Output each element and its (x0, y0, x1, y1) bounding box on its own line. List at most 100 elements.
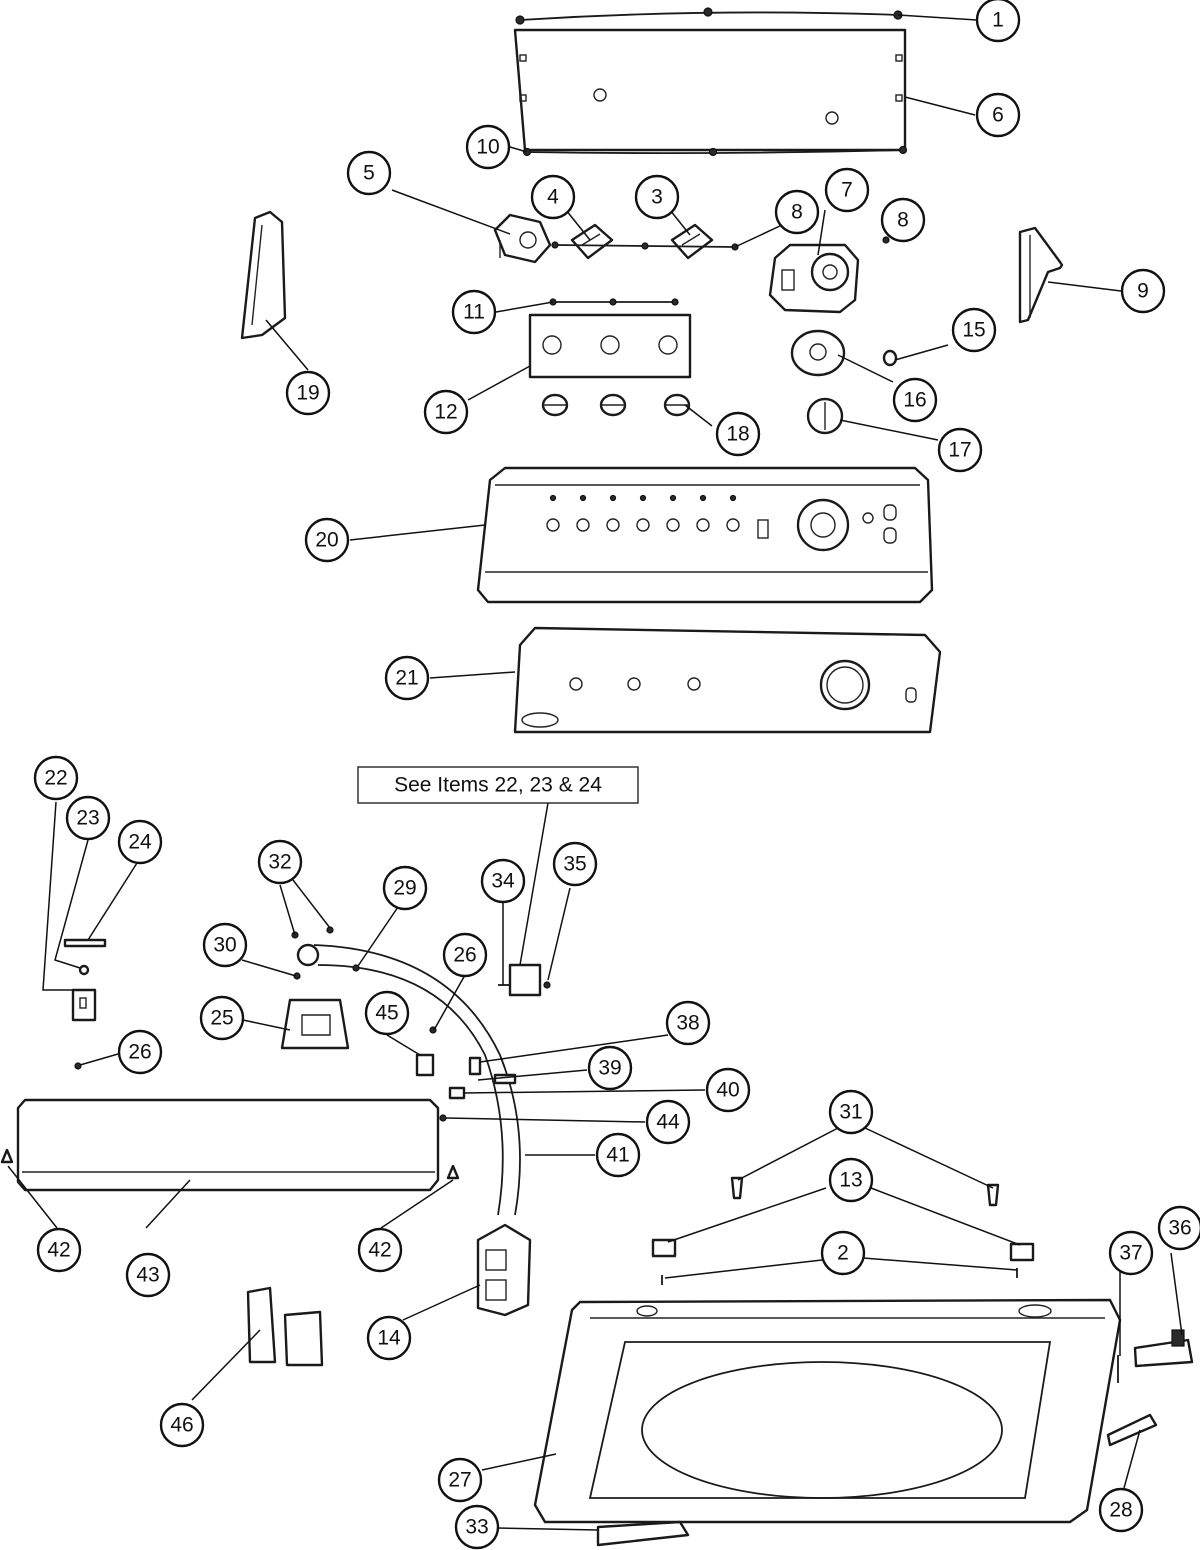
endcap-right-9 (1018, 226, 1064, 324)
callout-circle (117, 819, 163, 865)
callout-circle (634, 174, 680, 220)
callout-number: 44 (656, 1111, 680, 1134)
callout-23: 23 (65, 795, 111, 841)
switch-part-5 (493, 213, 552, 264)
callout-8: 8 (774, 189, 820, 235)
callout-42: 42 (36, 1227, 82, 1273)
callout-11: 11 (451, 289, 497, 335)
dial-16 (790, 329, 846, 377)
callout-1: 1 (975, 0, 1021, 43)
callout-number: 10 (476, 136, 499, 159)
small-parts-bottom (596, 1329, 1194, 1547)
callout-37: 37 (1108, 1230, 1154, 1276)
callout-number: 20 (315, 529, 338, 552)
callout-34: 34 (480, 858, 526, 904)
callout-22: 22 (33, 755, 79, 801)
callout-number: 42 (368, 1239, 391, 1262)
callout-number: 36 (1168, 1217, 1191, 1240)
callout-circle (715, 411, 761, 457)
callout-number: 6 (992, 104, 1004, 127)
lid-43 (0, 1098, 460, 1192)
callout-number: 1 (992, 9, 1004, 32)
callout-circle (437, 1457, 483, 1503)
callout-12: 12 (423, 389, 469, 435)
callout-18: 18 (715, 411, 761, 457)
callout-circle (951, 307, 997, 353)
callout-25: 25 (199, 995, 245, 1041)
callout-circle (423, 389, 469, 435)
callout-number: 16 (903, 389, 926, 412)
callout-6: 6 (975, 92, 1021, 138)
callout-17: 17 (937, 427, 983, 473)
callout-41: 41 (595, 1132, 641, 1178)
callout-number: 8 (897, 209, 909, 232)
callout-19: 19 (285, 370, 331, 416)
callout-number: 29 (393, 877, 416, 900)
valve-34 (498, 963, 551, 997)
callout-number: 3 (651, 186, 663, 209)
callout-circle (552, 841, 598, 887)
callout-circle (364, 990, 410, 1036)
callout-circle (366, 1315, 412, 1361)
callout-number: 24 (128, 831, 152, 854)
callout-46: 46 (159, 1402, 205, 1448)
callout-circle (774, 189, 820, 235)
callout-29: 29 (382, 865, 428, 911)
see-items-note: See Items 22, 23 & 24 (357, 766, 639, 966)
callout-3: 3 (634, 174, 680, 220)
callout-13: 13 (828, 1157, 874, 1203)
callout-circle (382, 865, 428, 911)
callout-circle (1157, 1205, 1200, 1251)
control-bracket-12 (528, 298, 692, 379)
callout-42: 42 (357, 1227, 403, 1273)
callout-circle (828, 1089, 874, 1135)
callout-number: 28 (1109, 1499, 1132, 1522)
callout-circle (1108, 1230, 1154, 1276)
screw-row-8 (551, 236, 890, 251)
small-parts-right (651, 1176, 1035, 1285)
switch-part-4 (570, 223, 614, 260)
callout-number: 11 (463, 301, 485, 324)
callout-38: 38 (665, 1000, 711, 1046)
callout-32: 32 (257, 839, 303, 885)
rear-panel-part (513, 7, 908, 157)
callout-30: 30 (202, 922, 248, 968)
callout-number: 38 (676, 1012, 699, 1035)
callout-circle (1120, 268, 1166, 314)
top-cover-27 (533, 1298, 1122, 1524)
callout-number: 26 (128, 1041, 151, 1064)
callout-number: 23 (76, 807, 99, 830)
callout-circle (975, 92, 1021, 138)
callout-circle (937, 427, 983, 473)
callout-number: 34 (491, 870, 515, 893)
callout-circle (36, 1227, 82, 1273)
bracket-25 (280, 998, 350, 1050)
callout-number: 37 (1119, 1242, 1142, 1265)
callout-number: 19 (296, 382, 319, 405)
callout-28: 28 (1098, 1487, 1144, 1533)
pump-14 (476, 1223, 532, 1317)
callout-circle (595, 1132, 641, 1178)
callout-40: 40 (705, 1067, 751, 1113)
callout-circle (202, 922, 248, 968)
callout-circle (159, 1402, 205, 1448)
callout-number: 5 (363, 162, 375, 185)
leader-lines (7, 14, 1183, 1531)
nut-15 (882, 349, 898, 367)
callout-26: 26 (117, 1029, 163, 1075)
callout-number: 41 (606, 1144, 629, 1167)
callout-circle (465, 124, 511, 170)
callout-number: 31 (839, 1101, 862, 1124)
small-parts-center (415, 1053, 482, 1122)
callout-24: 24 (117, 819, 163, 865)
callout-number: 25 (210, 1007, 233, 1030)
callout-number: 27 (448, 1469, 471, 1492)
callout-43: 43 (125, 1252, 171, 1298)
callout-circle (587, 1045, 633, 1091)
callout-circle (665, 1000, 711, 1046)
callout-number: 17 (948, 439, 971, 462)
callout-8: 8 (880, 197, 926, 243)
knob-17 (806, 397, 844, 435)
callout-circle (285, 370, 331, 416)
